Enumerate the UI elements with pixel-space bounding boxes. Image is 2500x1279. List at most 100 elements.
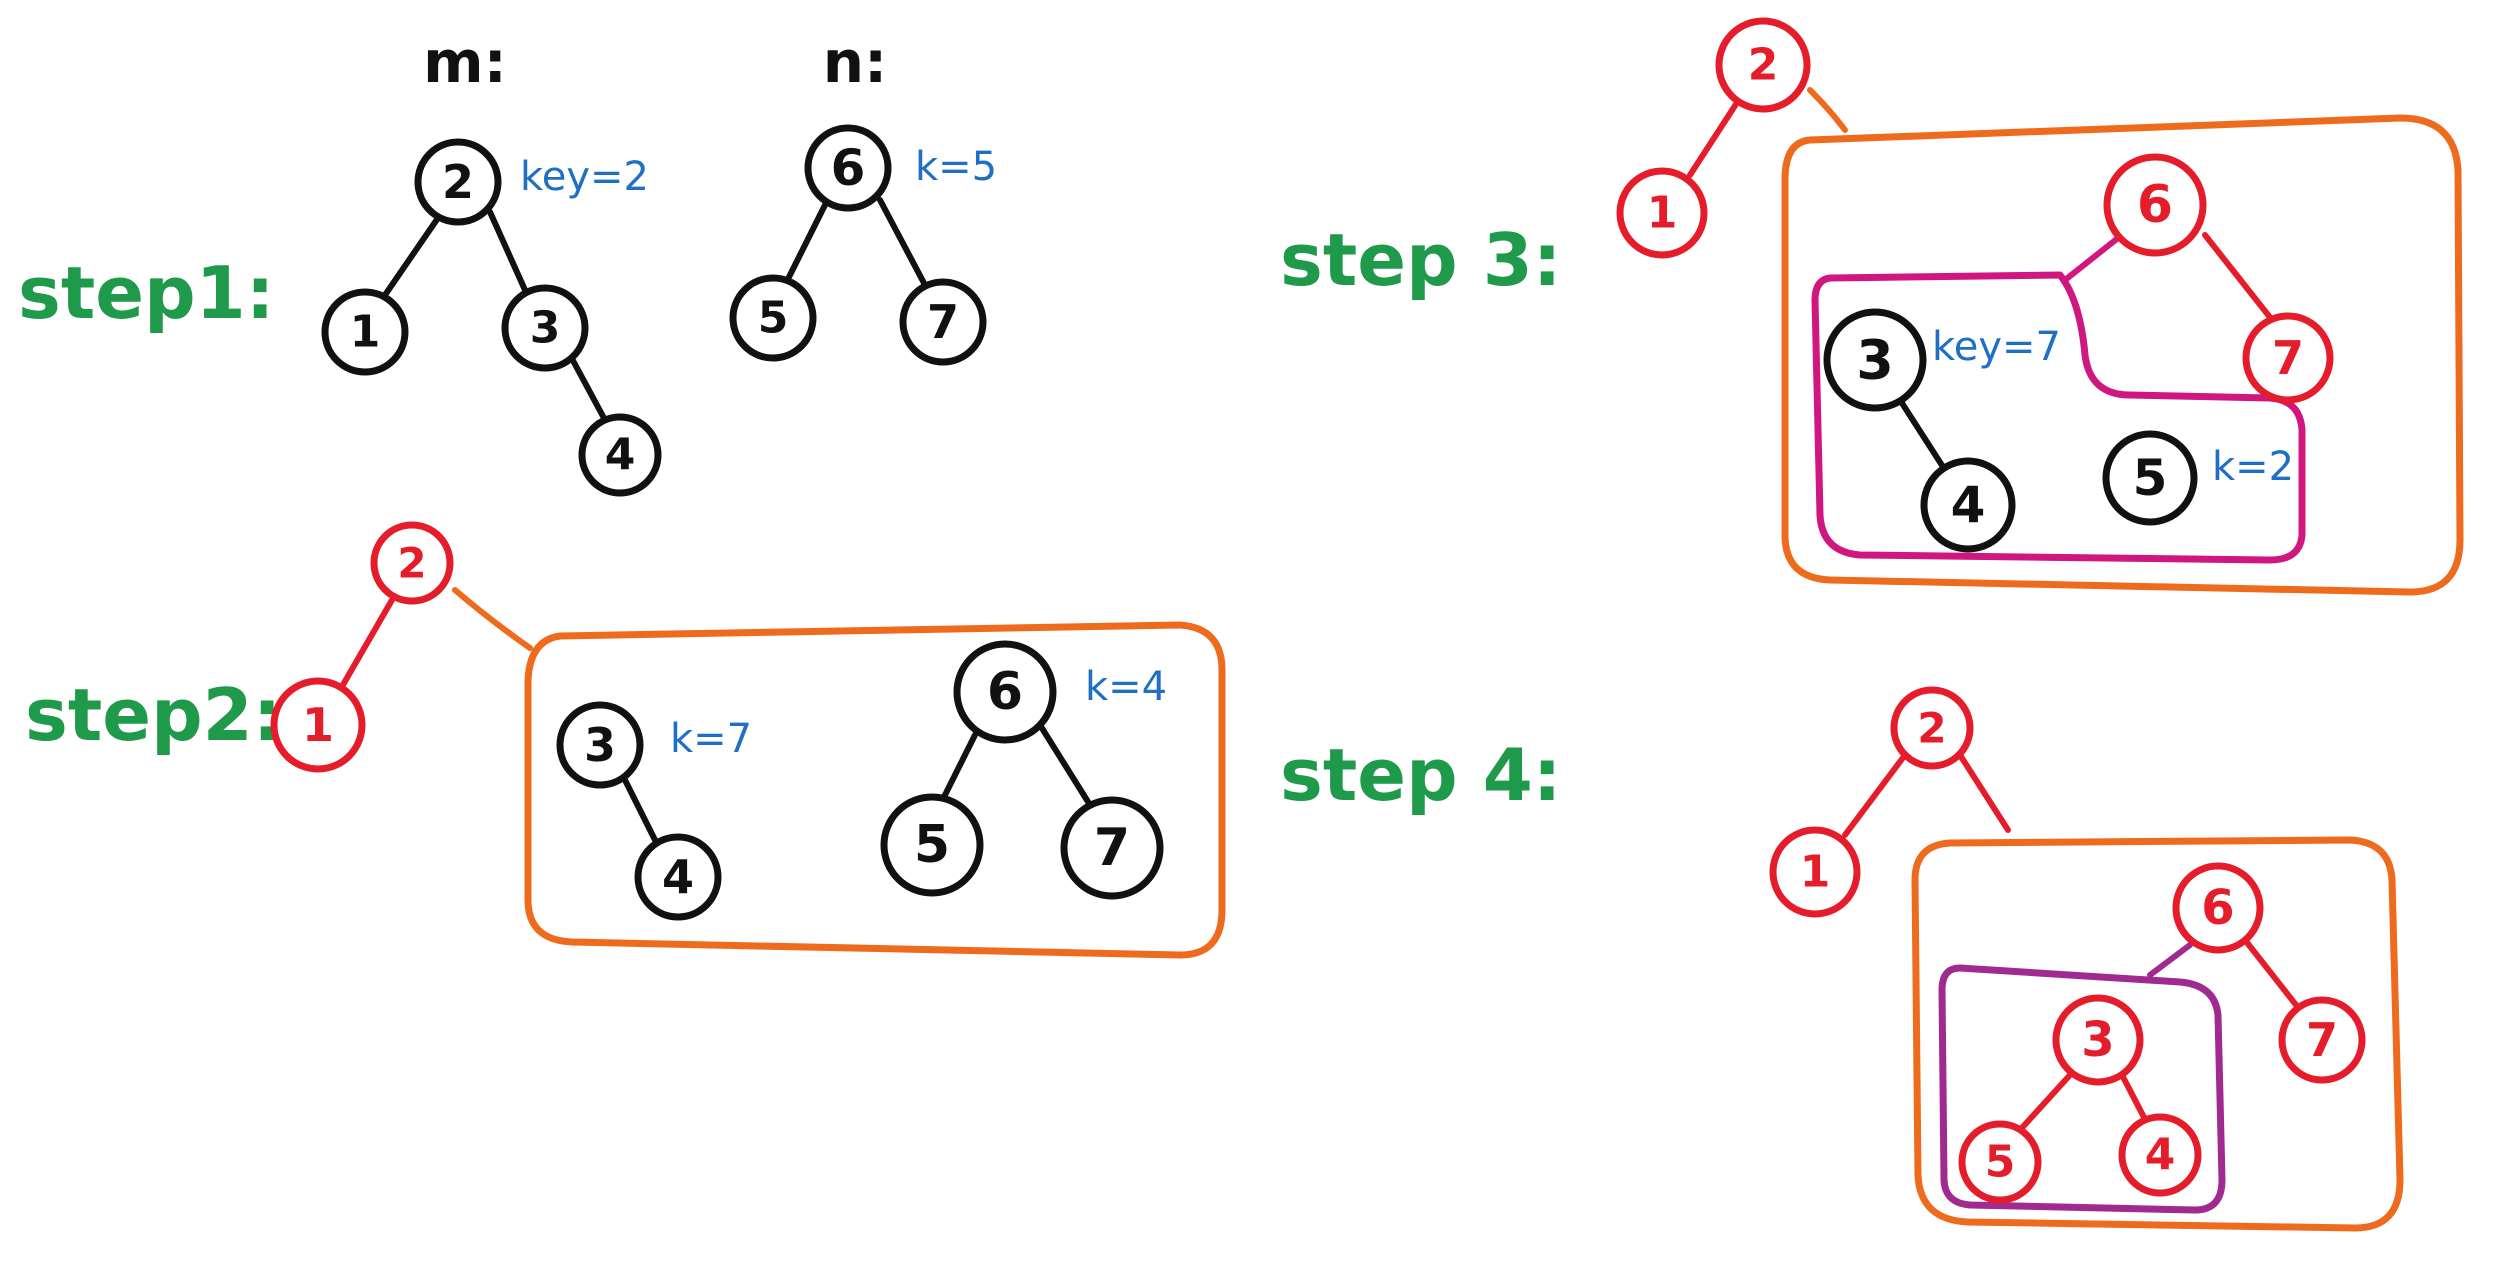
step3-group: step 3: 2 1 6 7 3 4 5 key=7 k=2 [1280,17,2464,596]
tree-m-edge-2-3 [487,209,528,293]
step3-edge-6-7 [2202,232,2283,333]
tree-n-edge-6-5 [782,202,828,288]
step3-node-4-label: 4 [1951,476,1986,534]
step4-node-4-label: 4 [2145,1130,2176,1181]
step1-label: step1: [18,251,275,335]
step3-annotation-key: key=7 [1932,324,2061,370]
step4-node-3 [2052,994,2144,1086]
step4-edge-6-box [2147,942,2193,978]
step2-edge-2-1 [337,597,395,693]
step3-node-1-label: 1 [1647,188,1678,239]
step4-node-5-label: 5 [1985,1137,2016,1188]
step4-node-4 [2118,1113,2202,1197]
step3-edge-2-1 [1687,95,1743,178]
step4-node-1 [1769,826,1861,918]
tree-m-node-1 [321,288,409,376]
step4-node-5 [1958,1120,2042,1204]
step1-group: step1: m: 2 1 3 4 key=2 n: 6 5 [18,28,997,497]
tree-m-node-2-label: 2 [442,155,474,209]
step4-node-7 [2278,996,2366,1084]
step3-inner-box [1811,271,2306,564]
step2-edge-6-5 [937,732,978,808]
step2-node-3-label: 3 [584,718,616,772]
step3-outer-box [1781,114,2464,596]
step4-node-1-label: 1 [1800,847,1831,898]
tree-m-node-4-label: 4 [605,430,636,481]
step2-node-7 [1060,796,1164,900]
step3-node-3 [1823,308,1927,412]
step3-edge-2-box [1807,87,1848,133]
tree-n-node-6 [804,124,892,212]
step2-node-6 [953,640,1057,744]
step4-edge-2-1 [1842,752,1908,838]
step2-node-1 [270,677,366,773]
tree-m: 2 1 3 4 [321,138,662,497]
step4-node-6-label: 6 [2201,880,2234,936]
step4-edge-2-box [1957,752,2011,833]
step3-node-4 [1920,457,2016,553]
step2-label: step2: [25,673,282,757]
step3-node-2 [1715,17,1811,113]
step3-node-6-label: 6 [2137,175,2173,235]
step4-node-2 [1890,686,1974,770]
step4-edge-3-4 [2119,1072,2151,1128]
step3-node-5 [2102,430,2198,526]
tree-n-node-7-label: 7 [927,295,959,349]
step4-node-3-label: 3 [2081,1012,2114,1068]
step2-right-subtree-box [524,621,1226,959]
step3-edge-3-4 [1897,397,1948,473]
step4-inner-box [1938,964,2226,1214]
tree-m-node-3 [501,284,589,372]
step4-group: step 4: 2 1 6 7 3 5 4 [1280,686,2404,1232]
step2-node-5 [880,793,984,897]
step3-annotation-k: k=2 [2212,444,2294,490]
tree-n-name: n: [823,28,888,96]
step4-outer-box [1911,836,2404,1232]
step2-node-2-label: 2 [397,539,426,588]
step2-node-4-label: 4 [662,850,694,904]
step2-node-2 [370,521,454,605]
step2-group: step2: 2 1 3 4 k=7 6 5 7 k=4 [25,521,1226,959]
step3-node-5-label: 5 [2133,449,2168,507]
step4-label: step 4: [1280,733,1562,817]
tree-m-name: m: [423,28,507,96]
tree-m-node-4 [578,413,662,497]
tree-m-edge-3-4 [567,352,608,423]
tree-n: 6 5 7 [729,124,987,366]
tree-m-node-2 [414,138,502,226]
step4-edge-3-5 [2017,1072,2073,1133]
step2-node-3 [556,701,644,789]
tree-m-node-1-label: 1 [350,307,381,358]
tree-n-node-5-label: 5 [758,293,789,344]
tree-m-annotation: key=2 [520,154,649,200]
step3-edge-6-box [2062,235,2121,283]
step3-node-3-label: 3 [1856,329,1894,392]
step2-node-6-label: 6 [987,662,1023,722]
step2-node-5-label: 5 [914,815,950,875]
tree-n-annotation: k=5 [915,144,997,190]
step4-node-7-label: 7 [2306,1013,2338,1067]
step2-node-7-label: 7 [1094,818,1130,878]
step2-edge-6-7 [1037,722,1093,808]
tree-m-node-3-label: 3 [530,303,561,354]
step3-node-2-label: 2 [1748,40,1779,91]
step4-node-6 [2172,862,2264,954]
step2-node-1-label: 1 [302,698,334,752]
step2-annotation-right: k=4 [1085,664,1167,710]
step2-annotation-left: k=7 [670,716,752,762]
step3-node-1 [1616,167,1708,259]
step2-node-4 [634,833,722,921]
step3-label: step 3: [1280,218,1562,302]
step4-edge-6-7 [2242,937,2303,1013]
tree-n-node-7 [899,278,987,366]
step4-node-2-label: 2 [1917,704,1946,753]
step3-node-7-label: 7 [2272,331,2304,385]
tree-m-edge-2-1 [382,212,443,298]
step3-node-6 [2103,153,2207,257]
step3-node-7 [2242,312,2334,404]
step2-edge-2-box [452,587,533,651]
step2-edge-3-4 [622,777,658,843]
tree-n-node-6-label: 6 [831,139,866,197]
tree-n-node-5 [729,274,817,362]
